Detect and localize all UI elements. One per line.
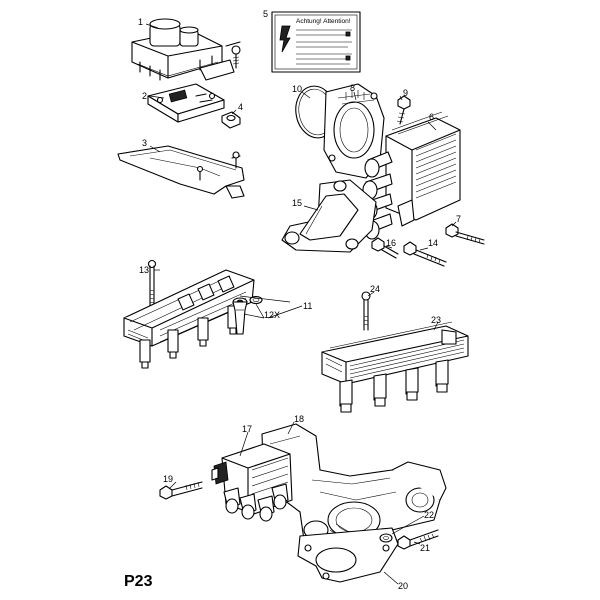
part-number-labels: 1 2 3 4 5 6 7 8 9 10 11 12X 13 14 15 16 … <box>138 9 461 591</box>
part-2-ignition-module <box>147 83 225 123</box>
leader-lines <box>145 23 457 585</box>
part-5-warning-label: Achtung! Attention! <box>271 11 361 73</box>
label-part-3: 3 <box>142 138 147 148</box>
label-part-5: 5 <box>263 9 268 19</box>
label-part-16: 16 <box>386 238 396 248</box>
part-4-nut <box>221 111 241 129</box>
label-part-11: 11 <box>303 301 312 311</box>
label-part-19: 19 <box>163 474 173 484</box>
warning-label-heading: Achtung! Attention! <box>296 18 351 25</box>
label-part-23: 23 <box>431 315 441 325</box>
part-22-washer <box>379 533 393 543</box>
label-part-10: 10 <box>292 84 302 94</box>
part-1-ignition-coil <box>131 18 241 81</box>
part-16-bolt <box>371 237 399 259</box>
label-part-13: 13 <box>139 265 149 275</box>
label-part-15: 15 <box>292 198 302 208</box>
label-part-20: 20 <box>398 581 408 591</box>
part-14-bolt <box>403 241 447 267</box>
part-18-housing <box>261 423 447 551</box>
part-19-bolt <box>159 481 203 500</box>
diagram-code: P23 <box>124 573 153 590</box>
label-part-12: 12X <box>264 310 280 320</box>
part-12-bushing <box>232 295 263 335</box>
part-21-bolt <box>397 529 439 550</box>
label-part-2: 2 <box>142 91 147 101</box>
label-part-18: 18 <box>294 414 304 424</box>
label-part-21: 21 <box>420 543 430 553</box>
part-13-bolt <box>147 259 157 307</box>
label-part-1: 1 <box>138 17 143 27</box>
part-11-coil-pack <box>123 269 255 369</box>
label-part-7: 7 <box>456 214 461 224</box>
part-9-bolt <box>396 95 411 125</box>
part-6-coil-pack <box>362 111 461 240</box>
part-24-bolt <box>361 291 371 331</box>
label-part-24: 24 <box>370 284 380 294</box>
part-15-support-bracket <box>281 179 377 253</box>
part-20-gasket <box>297 527 399 583</box>
part-3-bracket <box>117 145 245 199</box>
part-23-coil-pack <box>321 321 469 413</box>
part-7-bolt <box>445 223 485 245</box>
label-part-9: 9 <box>403 88 408 98</box>
label-part-8: 8 <box>350 83 355 93</box>
label-part-22: 22 <box>424 510 434 520</box>
label-part-6: 6 <box>429 112 434 122</box>
label-part-17: 17 <box>242 424 252 434</box>
label-part-4: 4 <box>238 102 243 112</box>
part-8-flange <box>323 83 385 179</box>
label-part-14: 14 <box>428 238 438 248</box>
part-17-dis-module <box>211 443 293 522</box>
